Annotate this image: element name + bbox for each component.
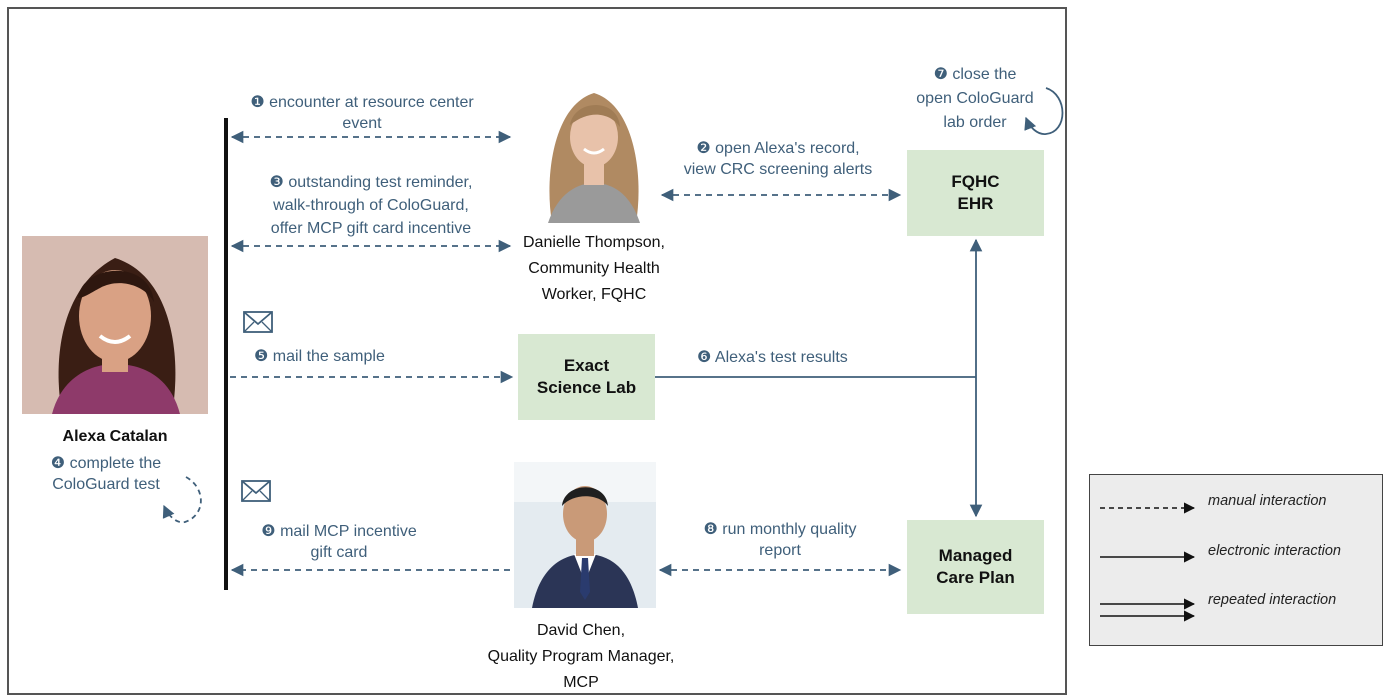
- legend-box: manual interaction electronic interactio…: [1089, 474, 1383, 646]
- step-9-label: ❾ mail MCP incentive gift card: [234, 521, 444, 563]
- diagram-frame: [7, 7, 1067, 695]
- david-photo: [514, 462, 656, 608]
- step-9-line-1: ❾ mail MCP incentive: [261, 523, 417, 540]
- david-label-line-3: MCP: [563, 674, 599, 691]
- step-4-line-2: ColoGuard test: [52, 476, 160, 493]
- legend-repeated-label: repeated interaction: [1208, 592, 1337, 608]
- step-6-label: ❻ Alexa's test results: [697, 349, 848, 366]
- step-3-line-1: ❸ outstanding test reminder,: [269, 174, 473, 191]
- step-3-line-3: offer MCP gift card incentive: [270, 220, 472, 237]
- step-2-line-2: view CRC screening alerts: [683, 161, 873, 178]
- david-label-line-1: David Chen,: [536, 622, 626, 639]
- danielle-label-line-1: Danielle Thompson,: [522, 234, 665, 251]
- step-1-label: ❶ encounter at resource center event: [222, 92, 502, 134]
- envelope-icon: [241, 480, 271, 502]
- legend-manual-label: manual interaction: [1208, 493, 1327, 509]
- david-label-line-2: Quality Program Manager,: [487, 648, 675, 665]
- step-7-line-3: lab order: [943, 114, 1007, 131]
- step-8-label: ❽ run monthly quality report: [672, 519, 888, 561]
- managed-care-plan-box: Managed Care Plan: [907, 520, 1044, 614]
- legend-electronic-label: electronic interaction: [1208, 543, 1341, 559]
- loop-step-4: [162, 476, 202, 524]
- exact-science-lab-box: Exact Science Lab: [518, 334, 655, 420]
- alexa-name: Alexa Catalan: [62, 428, 168, 445]
- step-8-line-1: ❽ run monthly quality: [703, 521, 857, 538]
- danielle-photo: [534, 85, 654, 223]
- step-2-label: ❷ open Alexa's record, view CRC screenin…: [660, 138, 896, 180]
- fqhc-ehr-box: FQHC EHR: [907, 150, 1044, 236]
- step-8-line-2: report: [759, 542, 801, 559]
- step-4-line-1: ❹ complete the: [50, 455, 162, 472]
- david-label: David Chen, Quality Program Manager, MCP: [454, 618, 708, 696]
- step-9-line-2: gift card: [310, 544, 368, 561]
- step-7-label: ❼ close the open ColoGuard lab order: [900, 63, 1050, 135]
- danielle-label-line-3: Worker, FQHC: [541, 286, 647, 303]
- step-5-label: ❺ mail the sample: [254, 348, 385, 365]
- danielle-label: Danielle Thompson, Community Health Work…: [494, 230, 694, 308]
- step-3-line-2: walk-through of ColoGuard,: [273, 197, 469, 214]
- step-1-line-2: event: [342, 115, 382, 132]
- step-2-line-1: ❷ open Alexa's record,: [696, 140, 860, 157]
- step-3-label: ❸ outstanding test reminder, walk-throug…: [240, 171, 502, 240]
- danielle-label-line-2: Community Health: [528, 260, 660, 277]
- envelope-icon: [243, 311, 273, 333]
- step-4-label: ❹ complete the ColoGuard test: [28, 453, 184, 495]
- loop-step-7: [1024, 87, 1064, 135]
- alexa-photo: [22, 236, 208, 414]
- step-1-line-1: ❶ encounter at resource center: [250, 94, 474, 111]
- step-7-line-2: open ColoGuard: [916, 90, 1034, 107]
- step-7-line-1: ❼ close the: [933, 66, 1017, 83]
